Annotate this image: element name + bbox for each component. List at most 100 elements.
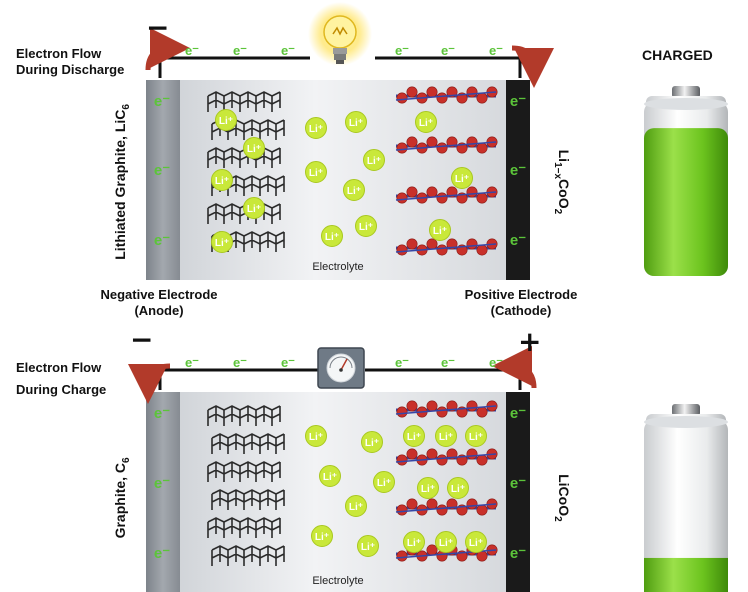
svg-text:Li⁺: Li⁺ xyxy=(455,174,469,185)
positive-electrode-line2: (Cathode) xyxy=(490,303,552,318)
discharge-flow-line1: Electron Flow xyxy=(16,46,102,61)
top-cathode-sub2: 2 xyxy=(552,208,564,215)
svg-text:Li⁺: Li⁺ xyxy=(433,226,447,237)
lithium-ion: Li⁺ xyxy=(465,425,487,447)
svg-text:Li⁺: Li⁺ xyxy=(219,116,233,127)
electron-symbol: e⁻ xyxy=(281,355,295,370)
top-cathode-base: Li xyxy=(555,149,572,163)
negative-electrode-line1: Negative Electrode xyxy=(100,287,218,302)
lithium-ion: Li⁺ xyxy=(435,531,457,553)
bottom-negative-sign: − xyxy=(130,323,154,356)
battery-charged-fill xyxy=(644,128,728,276)
electron-symbol: e⁻ xyxy=(154,93,170,110)
top-anode-plate xyxy=(146,80,180,280)
voltmeter-icon xyxy=(317,347,365,389)
electron-symbol: e⁻ xyxy=(441,43,455,58)
lithium-ion: Li⁺ xyxy=(345,495,367,517)
electron-symbol: e⁻ xyxy=(154,232,170,249)
bottom-wire-left xyxy=(158,368,318,390)
lithium-ion: Li⁺ xyxy=(343,179,365,201)
electron-symbol: e⁻ xyxy=(489,43,503,58)
top-negative-sign: − xyxy=(146,11,170,44)
svg-text:Li⁺: Li⁺ xyxy=(349,502,363,513)
lithium-ion: Li⁺ xyxy=(451,167,473,189)
svg-text:Li⁺: Li⁺ xyxy=(421,484,435,495)
top-wire-right xyxy=(375,56,522,78)
cathode-lattice xyxy=(395,86,498,562)
lithium-ion: Li⁺ xyxy=(243,197,265,219)
lithium-ion: Li⁺ xyxy=(305,117,327,139)
lithium-ion: Li⁺ xyxy=(305,425,327,447)
electron-symbol: e⁻ xyxy=(154,162,170,179)
bottom-cathode-sub: 2 xyxy=(552,516,564,522)
lithium-ion: Li⁺ xyxy=(311,525,333,547)
svg-text:Li⁺: Li⁺ xyxy=(215,238,229,249)
svg-text:Li⁺: Li⁺ xyxy=(347,186,361,197)
svg-text:Li⁺: Li⁺ xyxy=(419,118,433,129)
lithium-ion: Li⁺ xyxy=(417,477,439,499)
top-flow-arrow-left xyxy=(145,28,190,71)
bottom-anode-plate xyxy=(146,392,180,592)
electron-symbol: e⁻ xyxy=(510,475,526,492)
top-cathode-mid: CoO xyxy=(555,179,572,209)
top-cathode-plate xyxy=(506,80,530,280)
discharge-flow-line2: During Discharge xyxy=(16,62,125,77)
top-anode-material-label: Lithiated Graphite, LiC6 xyxy=(112,82,132,282)
bottom-cathode-plate xyxy=(506,392,530,592)
bottom-electrolyte-label: Electrolyte xyxy=(312,575,363,587)
bottom-anode-material-label: Graphite, C6 xyxy=(112,448,132,548)
negative-electrode-line2: (Anode) xyxy=(134,303,184,318)
electron-symbol: e⁻ xyxy=(154,545,170,562)
svg-text:Li⁺: Li⁺ xyxy=(377,478,391,489)
electron-symbol: e⁻ xyxy=(489,355,503,370)
top-cathode-sub1: 1−x xyxy=(552,162,564,180)
top-anode-material-base: Lithiated Graphite, LiC xyxy=(112,109,129,260)
svg-text:Li⁺: Li⁺ xyxy=(469,538,483,549)
graphite-sheet xyxy=(211,433,285,454)
cathode-layer xyxy=(395,448,498,466)
bottom-cathode-base: LiCoO xyxy=(555,474,572,517)
cathode-layer xyxy=(395,238,498,256)
svg-text:Li⁺: Li⁺ xyxy=(247,144,261,155)
charge-flow-line2: During Charge xyxy=(16,382,107,397)
battery-charged-label: CHARGED xyxy=(642,47,713,63)
lithium-ion: Li⁺ xyxy=(403,531,425,553)
svg-text:Li⁺: Li⁺ xyxy=(323,472,337,483)
electron-symbol: e⁻ xyxy=(185,43,199,58)
electron-symbol: e⁻ xyxy=(510,545,526,562)
lithium-ions: Li⁺ Li⁺ Li⁺ Li⁺ Li⁺ Li⁺ Li⁺ Li⁺ Li⁺ Li⁺ Li⁺ Li⁺ Li⁺ L… xyxy=(211,109,487,557)
lithium-ion: Li⁺ xyxy=(429,219,451,241)
cathode-layer xyxy=(395,136,498,154)
lithium-ion: Li⁺ xyxy=(447,477,469,499)
electron-symbol: e⁻ xyxy=(395,43,409,58)
charge-flow-line1: Electron Flow xyxy=(16,360,102,375)
negative-electrode-label: Negative Electrode (Anode) xyxy=(84,287,234,319)
lithium-ion: Li⁺ xyxy=(345,111,367,133)
battery-charged-icon xyxy=(644,86,728,276)
svg-text:Li⁺: Li⁺ xyxy=(367,156,381,167)
bottom-flow-arrow-left xyxy=(128,363,171,404)
electron-symbol: e⁻ xyxy=(233,355,247,370)
electron-symbol: e⁻ xyxy=(154,475,170,492)
electron-symbol: e⁻ xyxy=(441,355,455,370)
lithium-ion: Li⁺ xyxy=(363,149,385,171)
lithium-ion: Li⁺ xyxy=(357,535,379,557)
top-cathode-material-label: Li1−xCoO2 xyxy=(552,132,572,232)
svg-text:Li⁺: Li⁺ xyxy=(407,538,421,549)
graphite-layers xyxy=(207,91,285,566)
lithium-ion: Li⁺ xyxy=(373,471,395,493)
lithium-ion: Li⁺ xyxy=(243,137,265,159)
lithium-ion: Li⁺ xyxy=(319,465,341,487)
lithium-ion: Li⁺ xyxy=(403,425,425,447)
bottom-anode-material-sub: 6 xyxy=(120,457,132,463)
positive-electrode-label: Positive Electrode (Cathode) xyxy=(446,287,596,319)
cathode-layer xyxy=(395,498,498,516)
lithium-ion: Li⁺ xyxy=(215,109,237,131)
lithium-ion: Li⁺ xyxy=(211,169,233,191)
cathode-layer xyxy=(395,86,498,104)
svg-text:Li⁺: Li⁺ xyxy=(309,124,323,135)
graphite-sheet xyxy=(207,405,281,426)
battery-low-fill xyxy=(644,557,728,592)
